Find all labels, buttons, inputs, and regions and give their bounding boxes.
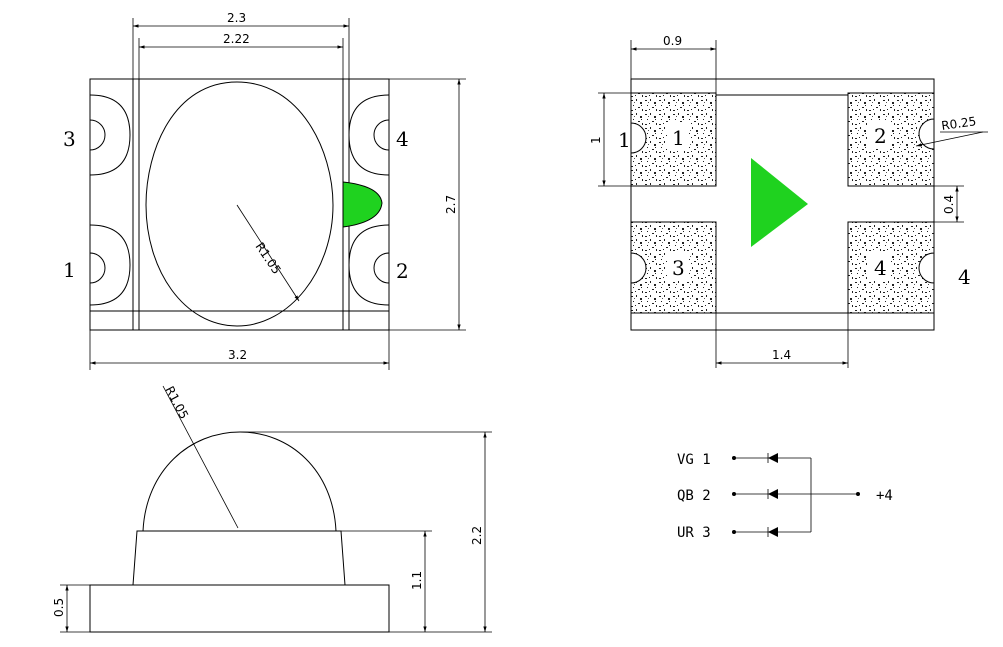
- lead-outline-top-left: [89, 94, 131, 176]
- base-block: [89, 584, 390, 633]
- body-trapezoid: [132, 530, 346, 586]
- notch-bottom-right: [373, 252, 390, 284]
- diode-symbol-3: [767, 527, 778, 537]
- pin-label-top-left: 3: [63, 127, 76, 151]
- pad-layout: 1 2 3 4 1 4 0.9 1 0.4 1.4 R0.25: [589, 34, 988, 368]
- pin-label-top-right: 4: [396, 127, 409, 151]
- schematic-common-label: +4: [876, 488, 893, 504]
- dim-gap: 0.4: [942, 195, 956, 214]
- notch-label: 1: [618, 128, 631, 152]
- diode-symbol-2: [767, 489, 778, 499]
- side-label: 4: [958, 265, 971, 289]
- cathode-mark-green: [342, 181, 383, 228]
- schematic-label-1: VG 1: [677, 452, 711, 468]
- polarity-triangle: [751, 158, 808, 247]
- side-radius-label: R1.05: [162, 384, 191, 422]
- diode-symbol-1: [767, 453, 778, 463]
- schematic-label-3: UR 3: [677, 525, 711, 541]
- top-view: R1.05 3 1 4 2 2.3 2.22 2.7 3.2: [63, 11, 466, 370]
- pin-label-bottom-right: 2: [396, 259, 409, 283]
- pad-label-bg: [869, 120, 891, 148]
- pad-label-bg: [667, 123, 689, 151]
- notch-bottom-left: [89, 252, 106, 284]
- lead-outline-bottom-right: [348, 224, 390, 306]
- pad-layout-outline: [630, 78, 935, 331]
- schematic-label-2: QB 2: [677, 488, 711, 504]
- dim-height: 2.7: [444, 195, 458, 214]
- top-radius-label: R1.05: [253, 240, 284, 277]
- pad-label-bg: [869, 253, 891, 281]
- dim-base-height: 0.5: [52, 598, 66, 617]
- pad-label-1: 1: [672, 126, 685, 150]
- dim-width-outer: 2.3: [227, 11, 246, 25]
- pad-label-4: 4: [874, 256, 887, 280]
- side-view: R1.05 2.2 1.1 0.5: [52, 384, 492, 633]
- schematic: VG 1 QB 2 UR 3 +4: [677, 452, 893, 541]
- pad-label-bg: [667, 253, 689, 281]
- lead-outline-top-right: [348, 94, 390, 176]
- dim-width-inner: 2.22: [223, 32, 250, 46]
- dim-total-height: 2.2: [470, 526, 484, 545]
- radius-leader: [236, 204, 300, 302]
- side-radius-leader: [162, 385, 239, 529]
- lens-outline: [145, 81, 334, 327]
- dim-pad-height: 1: [589, 136, 603, 144]
- top-view-outline: [89, 78, 390, 331]
- dim-length: 3.2: [228, 348, 247, 362]
- dim-notch-radius: R0.25: [940, 114, 977, 133]
- dome-outline: [142, 431, 337, 532]
- pad-label-2: 2: [874, 124, 887, 148]
- notch-top-right: [373, 119, 390, 151]
- dim-body-height: 1.1: [410, 571, 424, 590]
- dim-pitch: 1.4: [772, 348, 791, 362]
- dim-pad-width: 0.9: [663, 34, 682, 48]
- lead-outline-bottom-left: [89, 224, 131, 306]
- pad-label-3: 3: [672, 256, 685, 280]
- notch-top-left: [89, 119, 106, 151]
- pin-label-bottom-left: 1: [63, 258, 76, 282]
- notch-radius-leader: [915, 131, 984, 147]
